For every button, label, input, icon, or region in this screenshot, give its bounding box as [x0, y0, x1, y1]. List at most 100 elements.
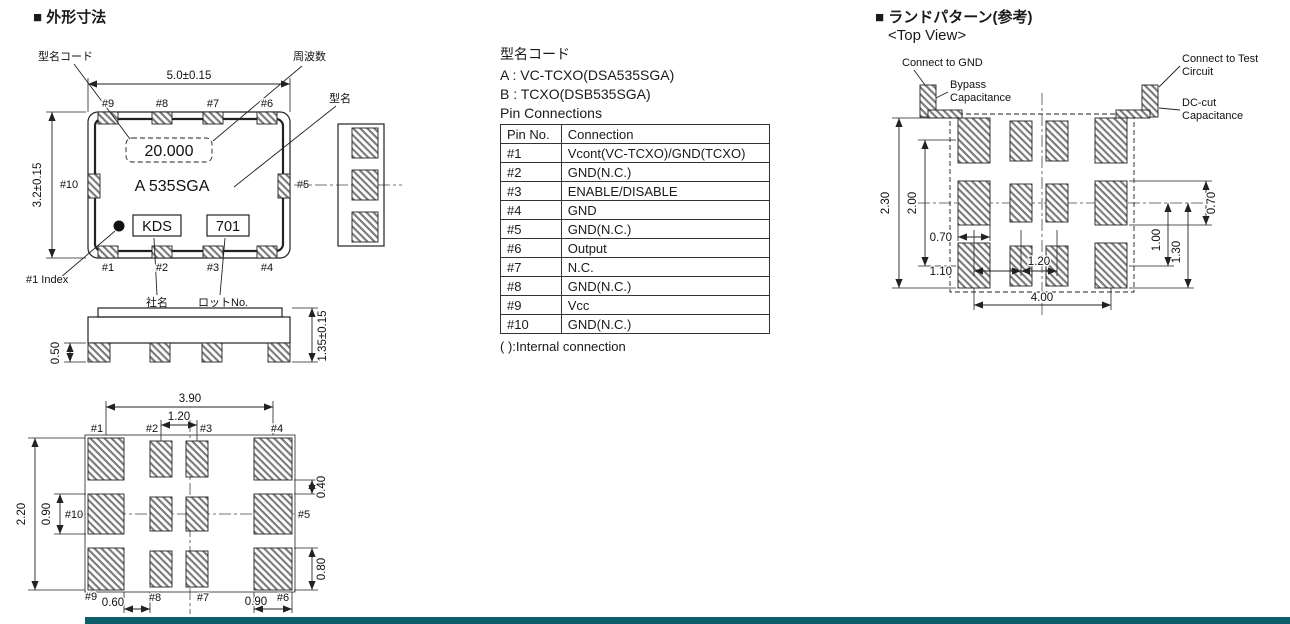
bpad-center-b [185, 496, 209, 532]
dim-bottom-width [105, 401, 274, 435]
dim-standoff [64, 342, 86, 363]
dim-total-height [292, 307, 318, 363]
pin-connections-title: Pin Connections [500, 105, 602, 121]
front-pad-4 [267, 342, 291, 363]
package-side-view [294, 123, 402, 247]
bpad-7 [185, 550, 209, 588]
package-bottom-view: 3.90 1.20 2.20 0.90 0.40 0.80 0.60 0.90 … [15, 392, 329, 614]
cell-pin: #4 [500, 200, 562, 220]
annotation-bypass-2: Capacitance [950, 92, 1011, 104]
pad-1 [97, 245, 119, 259]
land-dim-height-inner [918, 139, 956, 267]
model-code-title: 型名コード [500, 46, 570, 62]
cell-pin: #10 [500, 314, 562, 334]
pad-2 [151, 245, 173, 259]
front-lid [97, 307, 283, 318]
pin-label-6: #6 [261, 98, 273, 110]
cell-pin: #7 [500, 257, 562, 277]
land-dim-row-edge-label: 1.30 [1171, 241, 1183, 263]
land-pad-r2c3 [1045, 183, 1069, 223]
cell-pin: #3 [500, 181, 562, 201]
land-dim-width-label: 4.00 [1031, 292, 1053, 304]
model-code-b: B : TCXO(DSB535SGA) [500, 86, 651, 102]
dim-bottom-width-label: 3.90 [179, 393, 201, 405]
land-pattern-section-title: ■ ランドパターン(参考) [875, 9, 1033, 26]
land-pad-r1c2 [1009, 120, 1033, 162]
cell-pin: #5 [500, 219, 562, 239]
land-dim-pad-width-label: 0.70 [930, 232, 952, 244]
land-pad-r1c1 [957, 117, 991, 164]
front-body [87, 316, 291, 344]
dim-pad-a-label: 0.60 [102, 597, 124, 609]
land-dim-width [973, 288, 1112, 310]
dim-pad-c-label: 0.80 [316, 558, 328, 580]
dim-top-width-label: 5.0±0.15 [167, 70, 212, 82]
annotation-connect-gnd: Connect to GND [902, 57, 983, 69]
land-dim-pitch-center-label: 1.20 [1028, 256, 1050, 268]
pad-10 [87, 173, 101, 199]
front-pad-2 [149, 342, 171, 363]
bpad-center-a [149, 496, 173, 532]
cell-connection: GND(N.C.) [560, 162, 771, 182]
bpin-label-1: #1 [91, 423, 103, 435]
bpad-2 [149, 440, 173, 478]
land-dim-height-inner-label: 2.00 [907, 192, 919, 214]
bpin-label-7: #7 [197, 592, 209, 604]
land-dim-row-edge [1129, 203, 1194, 289]
callout-lot-no: ロットNo. [198, 297, 248, 309]
cell-connection: Vcc [560, 295, 771, 315]
bpad-6 [253, 547, 293, 591]
bpin-label-9: #9 [85, 591, 97, 603]
bpin-label-10: #10 [65, 509, 83, 521]
cell-connection: GND(N.C.) [560, 314, 771, 334]
land-pattern-drawing: Connect to GND Bypass Capacitance Connec… [879, 52, 1259, 318]
bpad-4 [253, 437, 293, 481]
dim-top-width [87, 78, 291, 112]
bpad-10 [87, 493, 125, 535]
land-dim-pitch-left-label: 1.10 [930, 266, 952, 278]
marking-brand: KDS [142, 219, 172, 235]
pin-label-7: #7 [207, 98, 219, 110]
front-pad-1 [87, 342, 111, 363]
dim-bottom-height [28, 437, 85, 591]
land-pad-r2c2 [1009, 183, 1033, 223]
cell-connection: GND(N.C.) [560, 219, 771, 239]
cell-pin: #9 [500, 295, 562, 315]
callout-model-name: 型名 [329, 91, 351, 105]
annotation-bypass-1: Bypass [950, 79, 987, 91]
cell-connection: ENABLE/DISABLE [560, 181, 771, 201]
pin-label-4: #4 [261, 262, 273, 274]
dim-pad-b [253, 592, 293, 613]
bpad-3 [185, 440, 209, 478]
land-dim-height-outer [892, 117, 956, 289]
bpad-8 [149, 550, 173, 588]
land-dim-row-offset-label: 1.00 [1151, 229, 1163, 251]
bpad-9 [87, 547, 125, 591]
bottom-view-pads [87, 437, 293, 591]
marking-frequency: 20.000 [145, 143, 194, 160]
pad-8 [151, 111, 173, 125]
dim-center-pitch [160, 420, 198, 441]
pad-7 [202, 111, 224, 125]
cell-connection: N.C. [560, 257, 771, 277]
land-pads [919, 84, 1159, 289]
bpin-label-2: #2 [146, 423, 158, 435]
bpin-label-3: #3 [200, 423, 212, 435]
bpin-label-4: #4 [271, 423, 283, 435]
pad-4 [256, 245, 278, 259]
pin-label-8: #8 [156, 98, 168, 110]
side-pad-mid [351, 169, 379, 201]
cell-pin: #1 [500, 143, 562, 163]
bpin-label-8: #8 [149, 592, 161, 604]
cell-connection: GND(N.C.) [560, 276, 771, 296]
dim-top-height-label: 3.2±0.15 [32, 163, 44, 208]
cell-connection: Vcont(VC-TCXO)/GND(TCXO) [560, 143, 771, 163]
cell-pin: #6 [500, 238, 562, 258]
callout-pin1-index: #1 Index [26, 274, 69, 286]
